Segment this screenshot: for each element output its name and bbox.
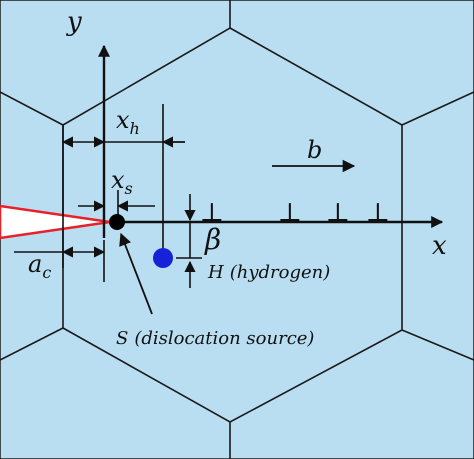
crack-tip-marker xyxy=(109,214,125,230)
dislocation-symbol: ⊥ xyxy=(366,198,390,228)
hydrogen-atom xyxy=(153,248,173,268)
dislocation-symbol: ⊥ xyxy=(200,198,224,228)
source-annotation: S(dislocation source) xyxy=(116,328,314,349)
crack xyxy=(0,204,111,240)
burgers-vector-label: b xyxy=(307,136,322,164)
beta-dimension xyxy=(176,194,202,288)
x-h-label: xh xyxy=(116,106,140,138)
x-h-dimension xyxy=(61,104,185,258)
dislocation-symbol: ⊥ xyxy=(278,198,302,228)
y-axis-label: y xyxy=(66,7,82,37)
x-s-label: xs xyxy=(111,166,133,198)
dislocations: ⊥ ⊥ ⊥ ⊥ xyxy=(200,198,390,228)
hydrogen-annotation: H(hydrogen) xyxy=(207,262,330,283)
dislocation-symbol: ⊥ xyxy=(326,198,350,228)
grain-edge-left-upper xyxy=(0,91,64,126)
beta-label: β xyxy=(204,223,221,256)
grain-edge-right-lower xyxy=(401,329,474,361)
a-c-dimension xyxy=(14,125,106,282)
grain-edge-right-upper xyxy=(401,91,474,126)
a-c-label: ac xyxy=(28,250,51,282)
grain-edge-left-lower xyxy=(0,327,64,361)
source-pointer-arrow xyxy=(119,232,153,315)
x-axis-label: x xyxy=(432,231,447,261)
